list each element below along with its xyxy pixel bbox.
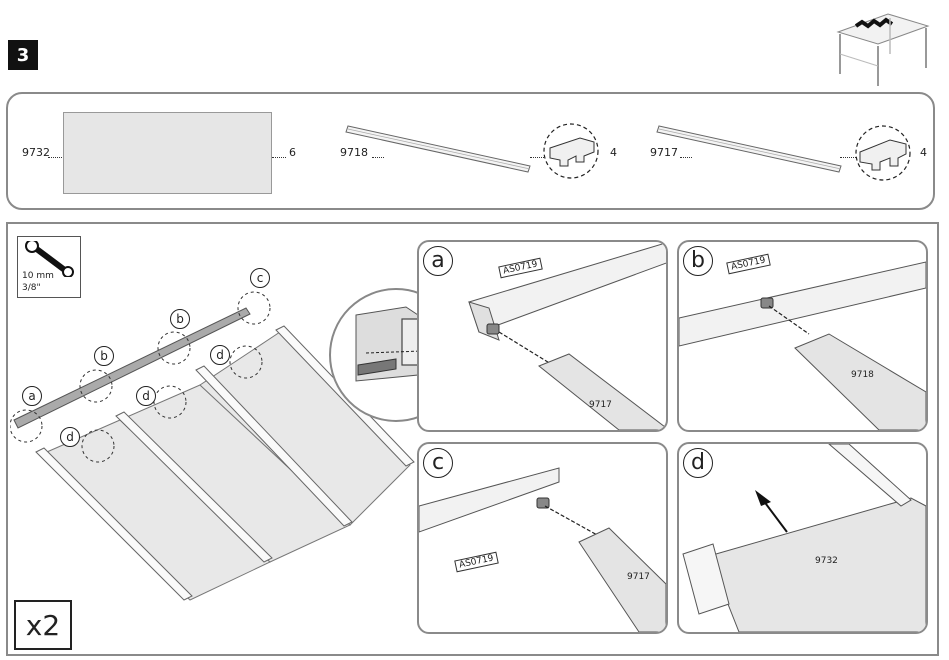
rail-9718-image	[345, 125, 531, 173]
part-qty-9732: 6	[289, 146, 296, 159]
leader-dots	[272, 157, 286, 158]
detail-panel-c: c AS0719 9717	[417, 442, 668, 634]
rail-9717-profile-detail	[855, 125, 911, 181]
part-qty-9717: 4	[920, 146, 927, 159]
step-number-badge: 3	[8, 40, 38, 70]
detail-c-illustration	[419, 467, 666, 632]
detail-letter-b: b	[683, 246, 713, 276]
leader-dots	[530, 157, 546, 158]
detail-c-part: 9717	[627, 572, 650, 582]
leader-dots	[680, 157, 692, 158]
panel-sheet-9732-image	[63, 112, 272, 194]
rail-9717-image	[656, 125, 842, 173]
tool-size-mm: 10 mm	[22, 271, 54, 281]
detail-b-part: 9718	[851, 370, 874, 380]
quantity-multiplier: x2	[14, 600, 72, 650]
detail-d-illustration	[682, 444, 926, 632]
callout-a: a	[22, 386, 42, 406]
part-code-9732: 9732	[22, 146, 50, 159]
tool-indicator: 10 mm 3/8"	[17, 236, 81, 298]
callout-b: b	[170, 309, 190, 329]
wrench-icon	[25, 241, 74, 277]
detail-a-illustration	[468, 242, 666, 430]
tool-size-inch: 3/8"	[22, 283, 41, 293]
callout-b: b	[94, 346, 114, 366]
detail-letter-a: a	[423, 246, 453, 276]
leader-dots	[840, 157, 856, 158]
part-qty-9718: 4	[610, 146, 617, 159]
callout-d: d	[60, 427, 80, 447]
leader-dots	[48, 157, 62, 158]
detail-letter-d: d	[683, 448, 713, 478]
assembly-panel	[6, 222, 939, 656]
parts-list-panel	[6, 92, 935, 210]
detail-panel-b: b AS0719 9718	[677, 240, 928, 432]
pergola-thumbnail	[836, 13, 930, 86]
callout-d: d	[136, 386, 156, 406]
detail-panel-d: d 9732	[677, 442, 928, 634]
callout-d: d	[210, 345, 230, 365]
detail-d-part: 9732	[815, 556, 838, 566]
detail-b-illustration	[679, 261, 926, 430]
callout-c: c	[250, 268, 270, 288]
part-code-9718: 9718	[340, 146, 368, 159]
rail-9718-profile-detail	[543, 123, 599, 179]
detail-panel-a: a AS0719 9717	[417, 240, 668, 432]
leader-dots	[372, 157, 384, 158]
part-code-9717: 9717	[650, 146, 678, 159]
detail-letter-c: c	[423, 448, 453, 478]
detail-a-part: 9717	[589, 400, 612, 410]
